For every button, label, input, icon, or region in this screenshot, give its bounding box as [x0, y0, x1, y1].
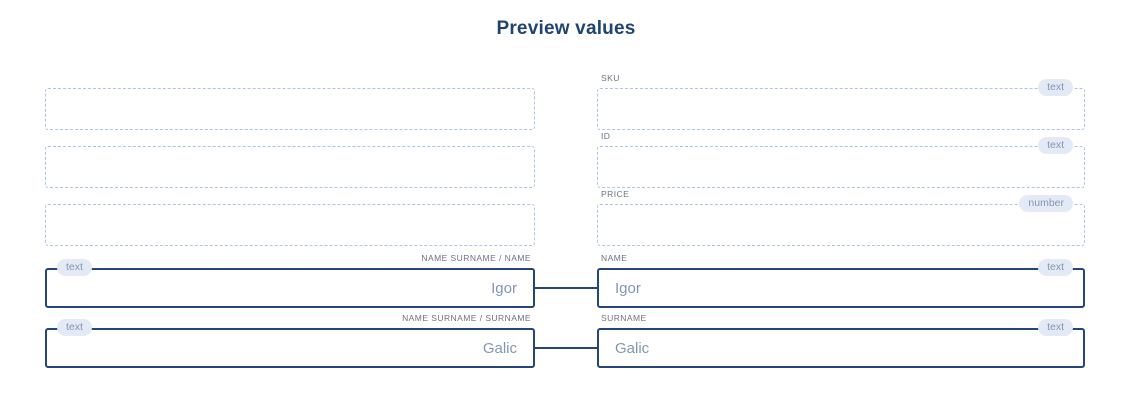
left-field-name-surname-name[interactable]: NAME SURNAME / NAME Igor text: [45, 253, 535, 308]
left-field-name-surname-surname-type-badge: text: [57, 319, 92, 336]
left-field-name-surname-surname-value: Galic: [482, 339, 517, 357]
right-field-name-box[interactable]: [597, 268, 1085, 308]
right-field-sku[interactable]: SKU text: [597, 73, 1085, 130]
left-field-3[interactable]: [45, 204, 535, 246]
right-field-sku-type-badge: text: [1038, 79, 1073, 96]
right-field-name-type-badge: text: [1038, 259, 1073, 276]
left-field-1[interactable]: [45, 88, 535, 130]
page-title: Preview values: [496, 18, 636, 39]
left-field-1-box[interactable]: [45, 88, 535, 130]
right-field-surname-label: SURNAME: [601, 313, 647, 323]
right-field-name[interactable]: NAME Igor text: [597, 253, 1085, 308]
connector-surname: [533, 347, 599, 349]
right-field-price-type-badge: number: [1019, 195, 1073, 212]
right-field-price-value: [597, 204, 1085, 246]
left-field-name-surname-name-box[interactable]: [45, 268, 535, 308]
right-field-id-box[interactable]: [597, 146, 1085, 188]
left-field-3-box[interactable]: [45, 204, 535, 246]
right-field-sku-box[interactable]: [597, 88, 1085, 130]
left-field-2-box[interactable]: [45, 146, 535, 188]
right-field-name-value: Igor: [615, 279, 641, 297]
right-field-surname-value: Galic: [615, 339, 650, 357]
left-field-2[interactable]: [45, 146, 535, 188]
right-field-price[interactable]: PRICE number: [597, 189, 1085, 246]
right-field-price-label: PRICE: [601, 189, 630, 199]
left-field-name-surname-name-type-badge: text: [57, 259, 92, 276]
left-field-3-value: [45, 204, 535, 246]
right-field-price-box[interactable]: [597, 204, 1085, 246]
left-field-1-value: [45, 88, 535, 130]
left-field-name-surname-name-value: Igor: [491, 279, 517, 297]
connector-name: [533, 287, 599, 289]
right-field-id-value: [597, 146, 1085, 188]
right-field-sku-label: SKU: [601, 73, 620, 83]
right-field-surname[interactable]: SURNAME Galic text: [597, 313, 1085, 368]
right-field-id-type-badge: text: [1038, 137, 1073, 154]
right-field-id[interactable]: ID text: [597, 131, 1085, 188]
left-field-name-surname-name-label: NAME SURNAME / NAME: [421, 253, 531, 263]
right-field-name-label: NAME: [601, 253, 628, 263]
right-field-id-label: ID: [601, 131, 611, 141]
right-field-surname-type-badge: text: [1038, 319, 1073, 336]
left-field-name-surname-surname-box[interactable]: [45, 328, 535, 368]
left-field-name-surname-surname-label: NAME SURNAME / SURNAME: [402, 313, 531, 323]
left-field-name-surname-surname[interactable]: NAME SURNAME / SURNAME Galic text: [45, 313, 535, 368]
left-field-2-value: [45, 146, 535, 188]
right-field-sku-value: [597, 88, 1085, 130]
